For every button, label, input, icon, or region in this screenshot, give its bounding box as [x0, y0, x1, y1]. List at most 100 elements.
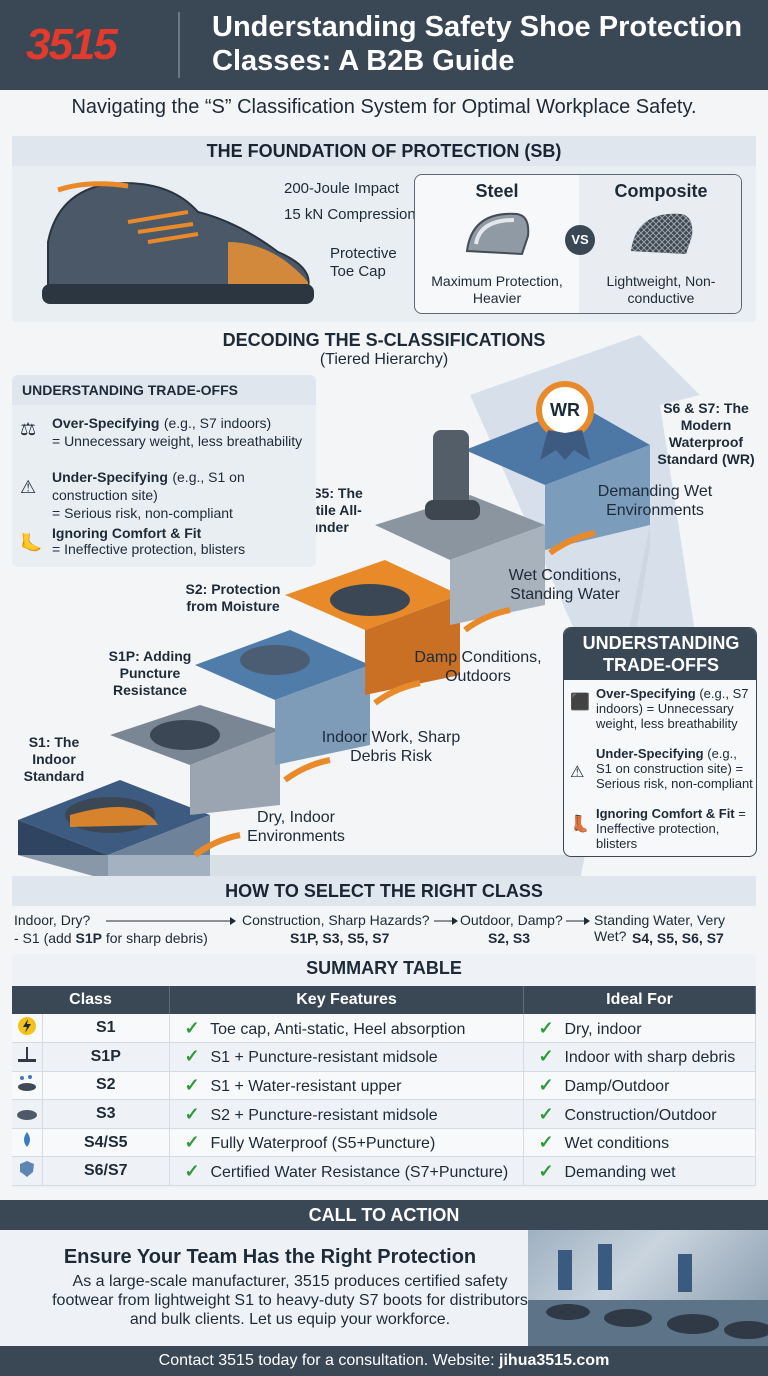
select-q-outdoor: Outdoor, Damp?: [460, 912, 563, 928]
ideal-cell: ✓ Demanding wet: [523, 1156, 756, 1187]
condition-s1p: Indoor Work, Sharp Debris Risk: [321, 729, 461, 765]
brand-logo: 3515: [26, 20, 118, 69]
arrow-icon: [434, 917, 458, 925]
select-a-outdoor: S2, S3: [488, 930, 531, 946]
composite-title: Composite: [614, 181, 708, 201]
step-label-s1p: S1P: Adding Puncture Resistance: [108, 648, 192, 698]
tradeoff-over-title: Over-Specifying: [52, 415, 160, 431]
composite-panel: Composite Lightweight, Non-conductive: [579, 175, 741, 313]
check-icon: ✓: [184, 1160, 200, 1181]
tr-under-text: (e.g., S1 on construction site) = Seriou…: [596, 746, 753, 791]
check-icon: ✓: [538, 1160, 554, 1181]
footer-bar: Contact 3515 today for a consultation. W…: [0, 1346, 768, 1376]
table-row: S4/S5✓ Fully Waterproof (S5+Puncture)✓ W…: [12, 1128, 756, 1158]
features-cell: ✓ Fully Waterproof (S5+Puncture): [169, 1128, 524, 1158]
steel-cap-icon: [465, 212, 530, 256]
th-ideal: Ideal For: [523, 986, 756, 1014]
condition-s2: Damp Conditions, Outdoors: [414, 649, 542, 685]
tradeoffs-panel-right: UNDERSTANDING TRADE-OFFS ⬛ Over-Specifyi…: [563, 627, 757, 857]
wr-badge: WR: [550, 400, 580, 420]
th-features: Key Features: [169, 986, 524, 1014]
nail-icon: [12, 1042, 43, 1072]
scale-icon: ⚖: [20, 419, 37, 439]
tradeoff-comfort-title: Ignoring Comfort & Fit: [52, 525, 202, 541]
tradeoffs-left-title: UNDERSTANDING TRADE-OFFS: [12, 375, 316, 405]
check-icon: ✓: [538, 1132, 554, 1153]
tradeoff-over-body: = Unnecessary weight, less breathability: [52, 433, 303, 449]
table-row: S6/S7✓ Certified Water Resistance (S7+Pu…: [12, 1156, 756, 1187]
decoding-title: DECODING THE S-CLASSIFICATIONS: [222, 330, 546, 350]
page-subtitle: Navigating the “S” Classification System…: [71, 96, 697, 118]
warning-icon-right: ⚠: [570, 764, 585, 781]
tradeoffs-panel-left: UNDERSTANDING TRADE-OFFS ⚖ Over-Specifyi…: [12, 375, 316, 567]
vs-badge: VS: [565, 225, 595, 255]
table-row: S3✓ S2 + Puncture-resistant midsole✓ Con…: [12, 1099, 756, 1129]
toecap-annotation: Protective Toe Cap: [330, 245, 397, 280]
tr-under-title: Under-Specifying: [596, 746, 704, 761]
selection-flow: Indoor, Dry? - S1 (add S1P for sharp deb…: [14, 912, 758, 952]
tradeoff-under-hint: (e.g., S1 on construction site): [52, 469, 245, 503]
class-cell: S6/S7: [42, 1156, 170, 1187]
cta-body: As a large-scale manufacturer, 3515 prod…: [52, 1273, 528, 1328]
check-icon: ✓: [538, 1103, 554, 1124]
weight-icon: ⬛: [570, 694, 590, 711]
lightning-icon: [12, 1014, 43, 1044]
tradeoffs-right-title: UNDERSTANDING TRADE-OFFS: [564, 628, 756, 680]
warning-icon: ⚠: [20, 477, 37, 497]
step-label-s2: S2: Protection from Moisture: [185, 581, 281, 614]
tradeoff-under-title: Under-Specifying: [52, 469, 168, 485]
shield-icon: [12, 1156, 43, 1187]
summary-title: SUMMARY TABLE: [306, 958, 462, 978]
tr-over-text: (e.g., S7 indoors) = Unnecessary weight,…: [596, 686, 749, 731]
features-cell: ✓ S1 + Puncture-resistant midsole: [169, 1042, 524, 1072]
step-label-s1: S1: The Indoor Standard: [23, 734, 85, 784]
footer-text: Contact 3515 today for a consultation. W…: [158, 1352, 500, 1369]
features-cell: ✓ Certified Water Resistance (S7+Punctur…: [169, 1156, 524, 1187]
decoding-subtitle: (Tiered Hierarchy): [319, 351, 449, 368]
check-icon: ✓: [538, 1074, 554, 1095]
table-row: S2✓ S1 + Water-resistant upper✓ Damp/Out…: [12, 1071, 756, 1101]
header-bar: [0, 0, 768, 90]
th-class: Class: [12, 986, 170, 1014]
tr-comfort-text: = Ineffective protection, blisters: [596, 806, 746, 851]
page-title: Understanding Safety Shoe Protection Cla…: [212, 11, 743, 77]
features-cell: ✓ S2 + Puncture-resistant midsole: [169, 1099, 524, 1129]
check-icon: ✓: [538, 1017, 554, 1038]
foot-icon: 🦶: [20, 533, 43, 553]
condition-s6s7: Demanding Wet Environments: [597, 483, 713, 519]
tradeoff-under-body: = Serious risk, non-compliant: [52, 505, 233, 521]
steel-panel: Steel Maximum Protection, Heavier: [415, 175, 579, 313]
check-icon: ✓: [184, 1103, 200, 1124]
class-cell: S1: [42, 1014, 170, 1044]
impact-annotation: 200-Joule Impact: [284, 180, 400, 197]
summary-table: Class Key Features Ideal For S1✓ Toe cap…: [12, 986, 756, 1187]
class-cell: S1P: [42, 1042, 170, 1072]
water-drop-icon: [12, 1128, 43, 1158]
boot-icon: 👢: [570, 816, 590, 833]
tr-comfort-title: Ignoring Comfort & Fit: [596, 806, 735, 821]
arrow-icon: [106, 917, 236, 925]
check-icon: ✓: [184, 1046, 200, 1067]
table-row: S1✓ Toe cap, Anti-static, Heel absorptio…: [12, 1014, 756, 1044]
select-title: HOW TO SELECT THE RIGHT CLASS: [12, 876, 756, 906]
select-a-wet: S4, S5, S6, S7: [632, 930, 724, 946]
select-q-indoor: Indoor, Dry?: [14, 912, 91, 928]
safety-shoe-illustration: [42, 181, 314, 304]
ideal-cell: ✓ Construction/Outdoor: [523, 1099, 756, 1129]
select-q-wet: Standing Water, Very Wet?: [594, 912, 725, 944]
tr-over-title: Over-Specifying: [596, 686, 696, 701]
select-a-indoor: - S1 (add S1P for sharp debris): [14, 930, 208, 946]
cta-heading: Ensure Your Team Has the Right Protectio…: [63, 1246, 477, 1268]
check-icon: ✓: [184, 1017, 200, 1038]
select-q-construction: Construction, Sharp Hazards?: [242, 912, 430, 928]
features-cell: ✓ S1 + Water-resistant upper: [169, 1071, 524, 1101]
tradeoff-over-hint: (e.g., S7 indoors): [163, 415, 272, 431]
check-icon: ✓: [184, 1132, 200, 1153]
condition-s4s5: Wet Conditions, Standing Water: [508, 567, 622, 603]
class-cell: S4/S5: [42, 1128, 170, 1158]
website-link[interactable]: jihua3515.com: [499, 1352, 610, 1369]
steel-desc: Maximum Protection, Heavier: [431, 273, 563, 306]
foundation-title: THE FOUNDATION OF PROTECTION (SB): [12, 136, 756, 166]
condition-s1: Dry, Indoor Environments: [247, 809, 345, 845]
table-row: S1P✓ S1 + Puncture-resistant midsole✓ In…: [12, 1042, 756, 1072]
